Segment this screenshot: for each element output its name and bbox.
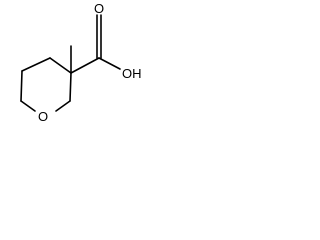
hydroxyl-label: OH [122,66,142,81]
ring-bond-c5-c6 [20,70,23,102]
chemical-structure: O OH O [20,1,142,124]
ring-bond-c3-c4 [49,57,72,74]
ring-bond-c4-c5 [21,57,51,72]
ring-bond-o-c2 [55,100,71,112]
carboxyl-carbon-bond [70,57,100,74]
ring-bond-c2-c3 [69,72,72,102]
ring-bond-c6-o [20,100,36,112]
ring-oxygen-label: O [38,109,48,124]
carbonyl-oxygen-label: O [94,1,104,16]
hydroxyl-bond [98,57,121,70]
